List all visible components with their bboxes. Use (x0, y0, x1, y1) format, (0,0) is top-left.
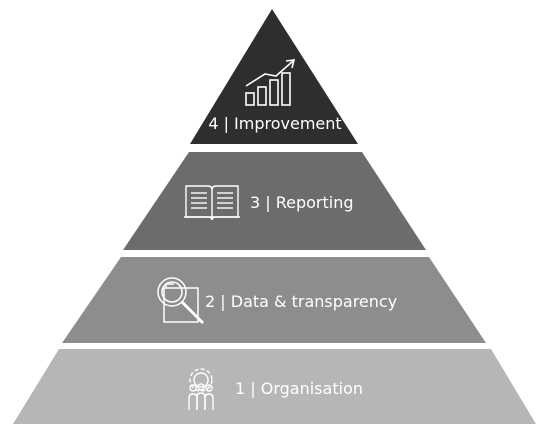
tier-4-shape (190, 9, 358, 144)
tier-4-improvement: 4 | Improvement (190, 9, 358, 144)
tier-3-label: 3 | Reporting (250, 193, 354, 212)
tier-2-data-transparency: 2 | Data & transparency (62, 257, 486, 343)
tier-3-reporting: 3 | Reporting (123, 152, 426, 250)
growth-chart-icon (245, 59, 296, 106)
tier-1-organisation: 1 | Organisation (13, 349, 536, 424)
tier-4-label: 4 | Improvement (208, 114, 341, 133)
tier-1-shape (13, 349, 536, 424)
tier-2-label: 2 | Data & transparency (205, 292, 397, 311)
tier-1-label: 1 | Organisation (235, 379, 363, 398)
open-book-icon (184, 185, 240, 221)
gear-people-icon (188, 368, 214, 410)
magnifier-document-icon (157, 277, 205, 325)
tier-3-shape (123, 152, 426, 250)
